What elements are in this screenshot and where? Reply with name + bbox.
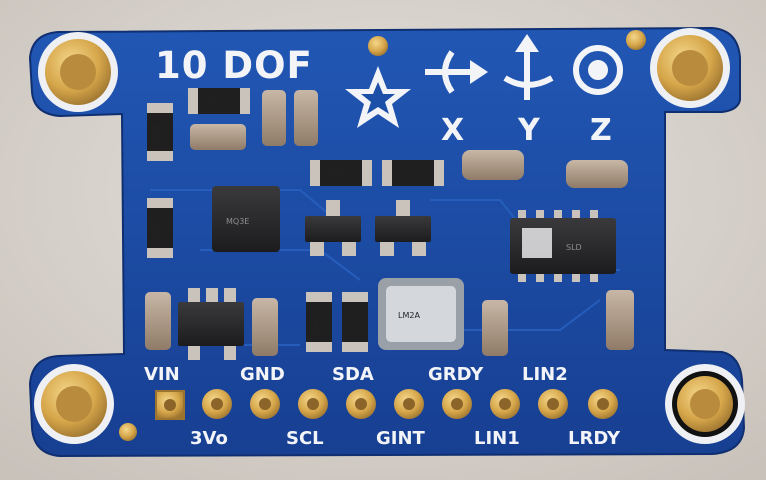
capacitor — [566, 160, 628, 188]
axis-label-y: Y — [517, 113, 541, 148]
pin-label-gnd: GND — [240, 364, 285, 385]
resistor: 1002 — [382, 160, 444, 186]
chip-marking: SLD — [566, 243, 582, 252]
resistor: 1002 — [306, 292, 332, 352]
capacitor — [252, 298, 278, 356]
fiducial-top — [368, 36, 388, 56]
pressure-sensor: LM2A — [378, 278, 464, 350]
transistor — [375, 200, 431, 256]
resistor-code: 2001 — [152, 221, 161, 241]
x-axis-rotation-icon — [425, 50, 488, 94]
fiducial-top-right — [626, 30, 646, 50]
resistor: 2001 — [147, 198, 173, 258]
header-pad — [394, 389, 424, 419]
mounting-hole-top-right — [650, 28, 730, 108]
pin-label-scl: SCL — [286, 428, 324, 449]
pin-label-lin1: LIN1 — [474, 428, 520, 449]
header-pad — [298, 389, 328, 419]
resistor-code: 1002 — [311, 315, 320, 335]
pin-label-3vo: 3Vo — [190, 428, 228, 449]
resistor: 2001 — [310, 160, 372, 186]
pin-label-lin2: LIN2 — [522, 364, 568, 385]
header-pad — [538, 389, 568, 419]
magnetometer-chip: MQ3E — [212, 186, 280, 252]
chip-marking: MQ3E — [226, 217, 249, 226]
voltage-regulator — [178, 288, 244, 360]
mounting-hole-bottom-left — [34, 364, 114, 444]
pin-label-grdy: GRDY — [428, 364, 484, 385]
fiducial-bottom-left — [119, 423, 137, 441]
capacitor — [190, 124, 246, 150]
header-pad — [346, 389, 376, 419]
capacitor — [294, 90, 318, 146]
capacitor — [262, 90, 286, 146]
capacitor — [482, 300, 508, 356]
transistor — [305, 200, 361, 256]
resistor: 1002 — [188, 88, 250, 114]
resistor-code: 1002 — [347, 315, 356, 335]
resistor-code: 1002 — [204, 98, 224, 107]
axis-label-x: X — [441, 113, 464, 148]
resistor-code: 1002 — [397, 170, 417, 179]
header-pad — [588, 389, 618, 419]
y-axis-rotation-icon — [503, 34, 554, 100]
accelerometer-chip: SLD — [510, 210, 616, 282]
datamatrix-code — [522, 228, 552, 258]
resistor: 1002 — [147, 103, 173, 161]
resistor: 1002 — [342, 292, 368, 352]
z-axis-rotation-icon — [573, 45, 623, 95]
pin-label-gint: GINT — [376, 428, 426, 449]
star-logo — [345, 66, 411, 128]
header-pad — [442, 389, 472, 419]
header-pad — [490, 389, 520, 419]
chip-marking: LM2A — [398, 311, 420, 320]
capacitor — [462, 150, 524, 180]
axis-label-z: Z — [590, 113, 612, 148]
resistor-code: 1002 — [152, 125, 161, 145]
header-pads — [155, 389, 618, 420]
header-pad — [250, 389, 280, 419]
pin-label-vin: VIN — [144, 364, 180, 385]
pin-label-sda: SDA — [332, 364, 374, 385]
pin-label-lrdy: LRDY — [568, 428, 621, 449]
capacitor — [606, 290, 634, 350]
mounting-hole-bottom-right — [665, 364, 745, 444]
board-title: 10 DOF — [155, 44, 313, 87]
resistor-code: 2001 — [325, 170, 345, 179]
mounting-hole-top-left — [38, 32, 118, 112]
capacitor — [145, 292, 171, 350]
header-pad — [202, 389, 232, 419]
